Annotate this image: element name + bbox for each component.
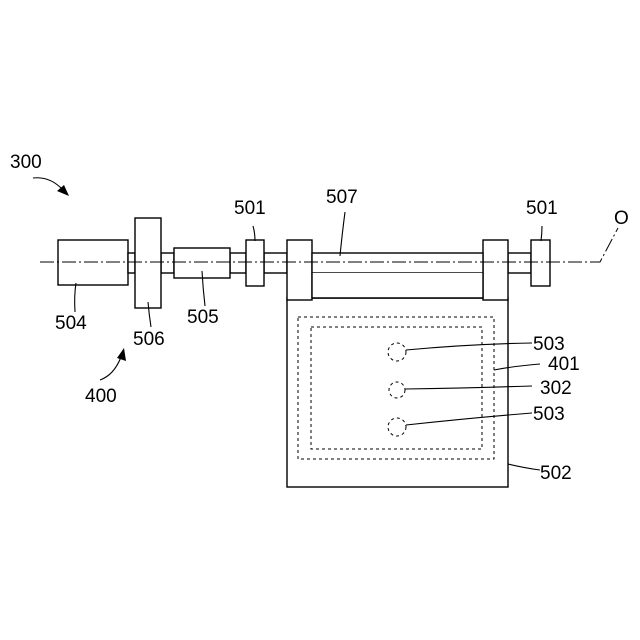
label-505: 505 xyxy=(187,307,219,328)
label-axis-o: O xyxy=(614,208,629,229)
arrow-400-curve xyxy=(100,357,121,380)
shaft-segment-a xyxy=(128,253,135,273)
shaft-segment-d xyxy=(264,253,287,273)
block-post-right xyxy=(483,240,508,300)
leader-507 xyxy=(340,212,345,256)
shaft-507 xyxy=(312,253,483,273)
block-top-edge xyxy=(312,273,483,298)
leader-501-left xyxy=(253,226,255,241)
label-504: 504 xyxy=(55,313,87,334)
leader-502 xyxy=(508,464,540,470)
shaft-segment-c xyxy=(230,253,246,273)
bearing-501-left xyxy=(246,240,264,286)
label-302: 302 xyxy=(540,378,572,399)
label-401: 401 xyxy=(548,354,580,375)
label-503-bottom: 503 xyxy=(533,404,565,425)
label-507: 507 xyxy=(326,187,358,208)
shaft-segment-e xyxy=(508,253,531,273)
label-501-right: 501 xyxy=(526,198,558,219)
label-501-left: 501 xyxy=(234,198,266,219)
leader-501-right xyxy=(541,226,542,241)
leader-504 xyxy=(75,283,76,312)
flange-506 xyxy=(135,218,161,308)
bearing-501-right xyxy=(531,240,550,286)
label-400: 400 xyxy=(85,386,117,407)
shaft-segment-b xyxy=(161,253,174,273)
label-502: 502 xyxy=(540,463,572,484)
label-503-top: 503 xyxy=(533,334,565,355)
arrow-400-head xyxy=(117,348,126,361)
label-506: 506 xyxy=(133,329,165,350)
arrow-300-curve xyxy=(33,178,63,190)
block-post-left xyxy=(287,240,312,300)
label-300: 300 xyxy=(10,152,42,173)
